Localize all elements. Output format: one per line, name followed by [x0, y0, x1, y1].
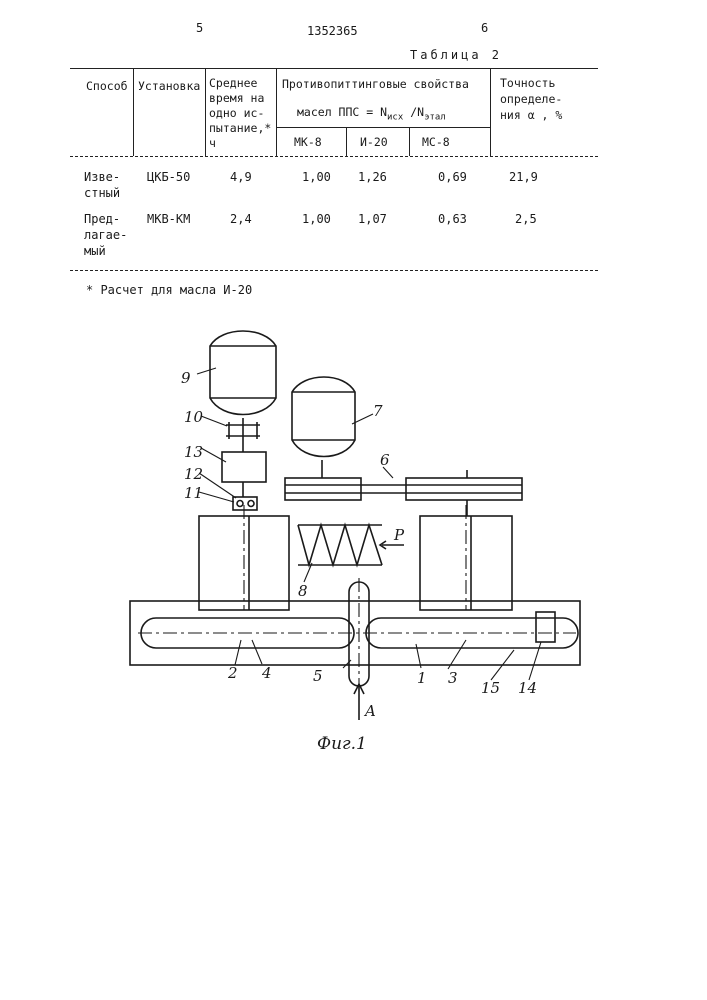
label-5: 5	[313, 667, 323, 685]
label-8: 8	[298, 582, 308, 600]
label-2: 2	[227, 664, 238, 682]
spring-8	[298, 525, 404, 565]
right-housing	[420, 505, 512, 610]
label-A: A	[363, 702, 376, 720]
label-13: 13	[184, 443, 203, 461]
reducer-13	[222, 452, 266, 482]
label-15: 15	[481, 679, 500, 697]
label-9: 9	[181, 369, 191, 387]
label-1: 1	[417, 669, 427, 687]
sensor-11	[233, 497, 257, 510]
motor-9	[210, 331, 276, 415]
label-14: 14	[518, 679, 537, 697]
figure-caption: Фиг.1	[317, 734, 367, 754]
label-10: 10	[184, 408, 204, 426]
label-6: 6	[380, 451, 390, 469]
label-12: 12	[184, 465, 203, 483]
left-housing	[199, 505, 289, 610]
motor-7	[292, 377, 355, 457]
label-7: 7	[373, 402, 383, 420]
belt-drive-6	[285, 470, 522, 516]
label-4: 4	[261, 664, 272, 682]
label-P: P	[393, 526, 405, 544]
label-3: 3	[448, 669, 458, 687]
label-11: 11	[184, 484, 203, 502]
